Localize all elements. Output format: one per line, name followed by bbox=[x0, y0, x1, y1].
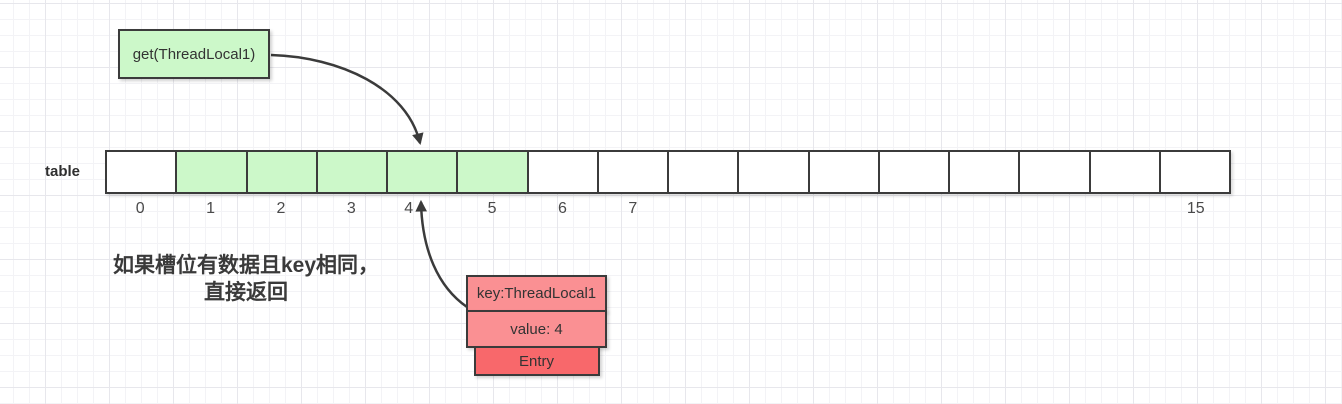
get-call-label: get(ThreadLocal1) bbox=[132, 45, 256, 63]
slot-index-label-7: 7 bbox=[628, 200, 638, 217]
slot-index-label-10 bbox=[809, 200, 879, 222]
slot-index-label-12 bbox=[950, 200, 1020, 222]
slot-index-label-2: 2 bbox=[276, 200, 286, 217]
slot-index-label-0: 0 bbox=[135, 200, 145, 217]
slot-index-label-9 bbox=[738, 200, 808, 222]
table-slot-2 bbox=[245, 152, 316, 192]
hash-table-row bbox=[105, 150, 1231, 194]
entry-stack: key:ThreadLocal1 value: 4 Entry bbox=[466, 275, 607, 376]
slot-index-label-13 bbox=[1020, 200, 1090, 222]
slot-index-row: 0 1 2 3 4 5 6 7 15 bbox=[105, 200, 1231, 222]
table-slot-5 bbox=[456, 152, 527, 192]
slot-index-label-3: 3 bbox=[346, 200, 356, 217]
table-slot-14 bbox=[1088, 152, 1159, 192]
slot-index-label-14 bbox=[1090, 200, 1160, 222]
arrow-get-to-slot4 bbox=[270, 53, 424, 146]
table-slot-9 bbox=[737, 152, 808, 192]
note-text: 如果槽位有数据且key相同， 直接返回 bbox=[100, 252, 392, 306]
slot-index-label-8 bbox=[668, 200, 738, 222]
table-slot-11 bbox=[877, 152, 948, 192]
table-slot-4 bbox=[386, 152, 457, 192]
table-slot-0 bbox=[107, 152, 176, 192]
table-slot-3 bbox=[315, 152, 386, 192]
entry-key-box: key:ThreadLocal1 bbox=[466, 275, 607, 312]
table-slot-8 bbox=[667, 152, 738, 192]
note-line-2: 直接返回 bbox=[204, 281, 288, 304]
table-slot-13 bbox=[1018, 152, 1089, 192]
note-line-1: 如果槽位有数据且key相同， bbox=[112, 254, 380, 277]
table-slot-10 bbox=[807, 152, 878, 192]
entry-value-box: value: 4 bbox=[466, 310, 607, 348]
table-slot-7 bbox=[596, 152, 667, 192]
table-slot-12 bbox=[948, 152, 1019, 192]
slot-index-label-15: 15 bbox=[1186, 200, 1205, 217]
table-slot-1 bbox=[175, 152, 246, 192]
table-label: table bbox=[44, 163, 80, 180]
slot-index-label-5: 5 bbox=[487, 200, 497, 217]
get-call-box: get(ThreadLocal1) bbox=[118, 29, 270, 79]
slot-index-label-11 bbox=[879, 200, 949, 222]
slot-index-label-1: 1 bbox=[206, 200, 216, 217]
slot-index-label-4: 4 bbox=[404, 200, 414, 217]
entry-title-box: Entry bbox=[473, 346, 600, 376]
slot-index-label-6: 6 bbox=[557, 200, 567, 217]
table-slot-6 bbox=[526, 152, 597, 192]
table-slot-15 bbox=[1158, 152, 1229, 192]
